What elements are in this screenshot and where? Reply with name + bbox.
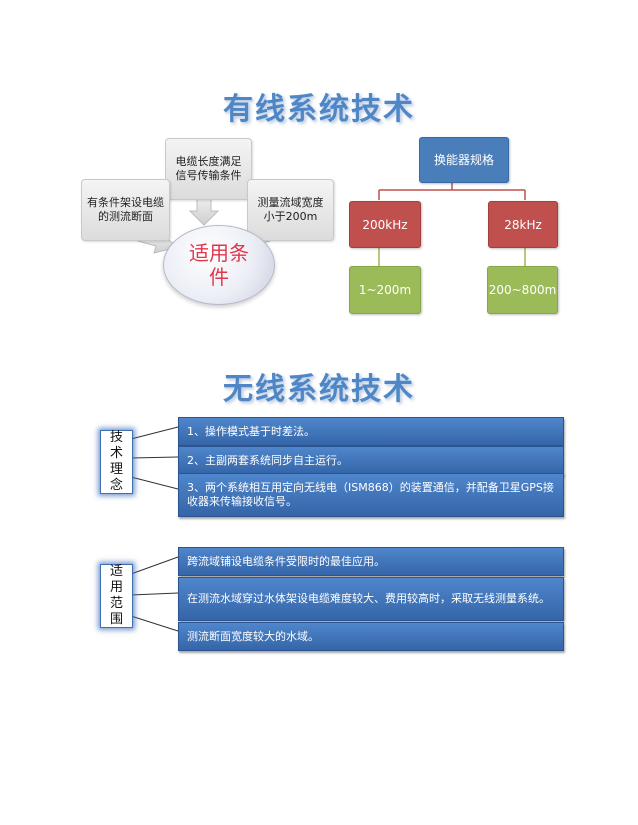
concept-item-1: 1、操作模式基于时差法。 <box>178 417 564 446</box>
scope-item-1: 跨流域铺设电缆条件受限时的最佳应用。 <box>178 547 564 576</box>
concept-label-box: 技术理念 <box>100 430 133 494</box>
condition-left-box: 有条件架设电缆的测流断面 <box>81 179 170 241</box>
scope-item-3: 测流断面宽度较大的水域。 <box>178 622 564 651</box>
spec-tree-lines <box>378 180 526 266</box>
freq-28khz-node: 28kHz <box>488 201 558 248</box>
condition-top-box: 电缆长度满足信号传输条件 <box>165 138 252 200</box>
scope-label-box: 适用范围 <box>100 564 133 628</box>
concept-item-2: 2、主副两套系统同步自主运行。 <box>178 446 564 475</box>
wireless-title: 无线系统技术 <box>223 372 415 407</box>
range-1-200m-node: 1~200m <box>349 266 421 314</box>
condition-center-circle: 适用条件 <box>163 225 275 305</box>
scope-item-2: 在测流水域穿过水体架设电缆难度较大、费用较高时，采取无线测量系统。 <box>178 577 564 621</box>
concept-label: 技术理念 <box>109 430 123 493</box>
condition-right-box: 测量流域宽度小于200m <box>247 179 334 241</box>
range-200-800m-node: 200~800m <box>487 266 558 314</box>
scope-label: 适用范围 <box>109 564 123 627</box>
concept-item-3: 3、两个系统相互用定向无线电（ISM868）的装置通信，并配备卫星GPS接收器来… <box>178 473 564 517</box>
freq-200khz-node: 200kHz <box>349 201 421 248</box>
wired-title: 有线系统技术 <box>223 92 415 127</box>
spec-root-node: 换能器规格 <box>419 137 509 183</box>
